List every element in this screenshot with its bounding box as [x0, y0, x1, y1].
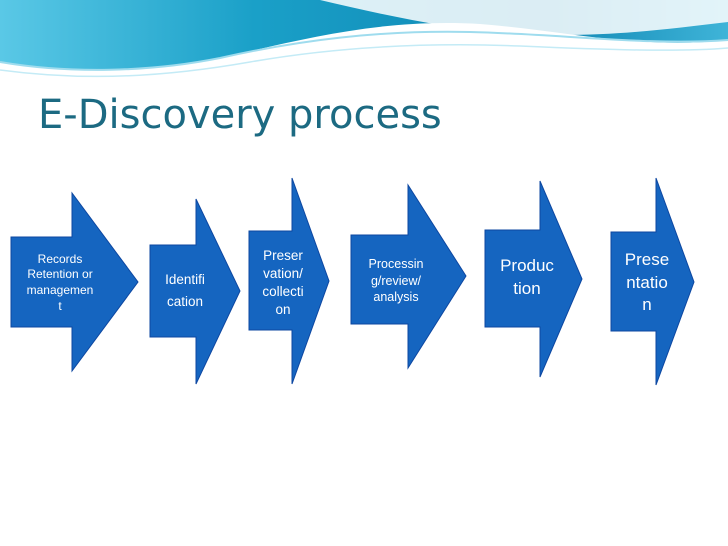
step-arrow-preservation [248, 177, 330, 385]
step-arrow-records-retention [10, 191, 139, 373]
step-label-presentation: Prese ntatio n [624, 249, 670, 315]
slide-title: E-Discovery process [38, 92, 442, 138]
step-arrow-identification [149, 198, 241, 385]
step-label-production: Produc tion [500, 256, 554, 298]
step-label-identification: Identifi cation [165, 271, 205, 309]
wave-header-decoration [0, 0, 728, 78]
step-label-preservation: Preser vation/ collecti on [262, 247, 304, 318]
step-arrow-processing [350, 183, 467, 370]
step-arrow-presentation [610, 177, 695, 386]
step-label-processing: Processin g/review/ analysis [368, 256, 424, 305]
step-label-records-retention: Records Retention or managemen t [26, 251, 94, 313]
step-arrow-production [484, 180, 583, 378]
